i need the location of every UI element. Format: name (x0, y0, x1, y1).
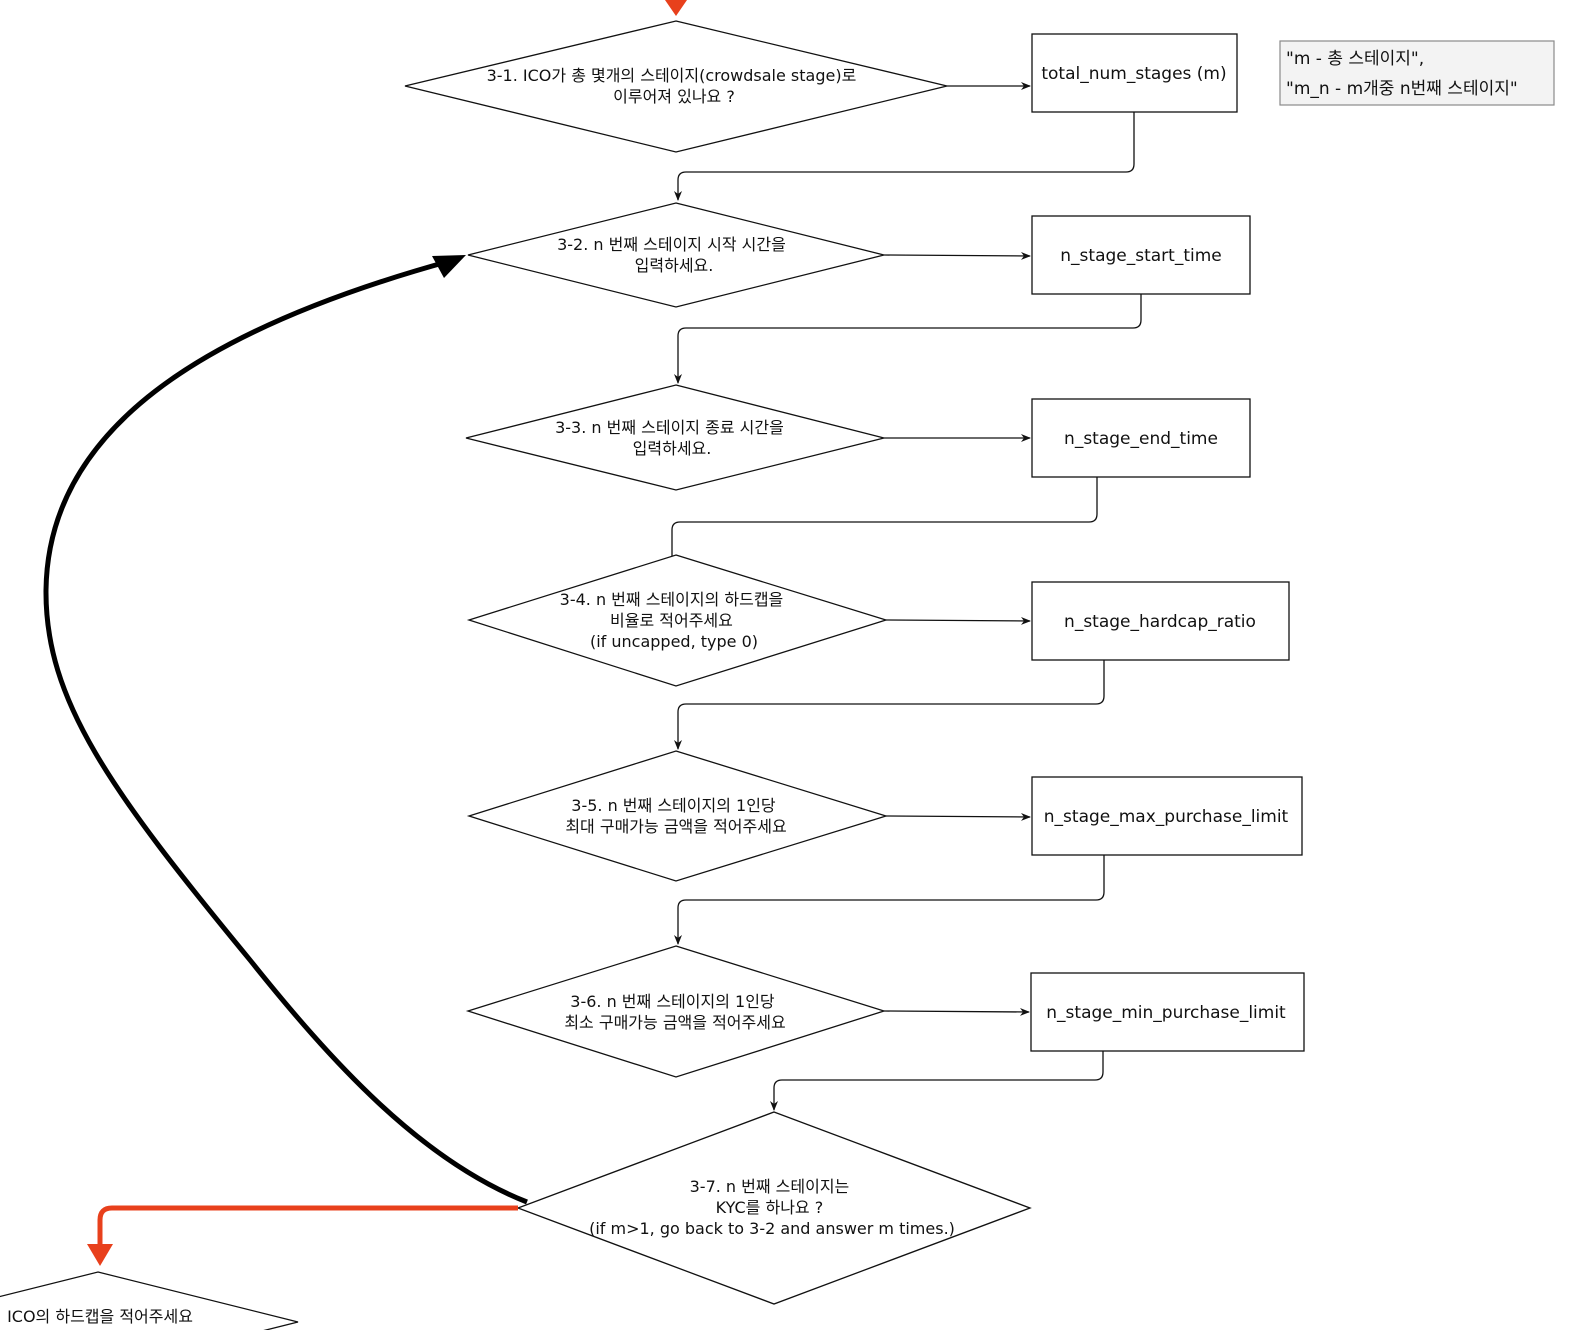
variable-stage-end-time: n_stage_end_time (1031, 398, 1251, 478)
svg-text:3-6. n 번째 스테이지의 1인당 최소 구: 3-6. n 번째 스테이지의 1인당 최소 구매가능 금액을 적어주세요 (564, 992, 785, 1032)
svg-text:3-2. n 번째 스테이지 시작 시간을 입력: 3-2. n 번째 스테이지 시작 시간을 입력하세요. (557, 235, 791, 275)
connector-to-3-7 (770, 1051, 1104, 1111)
decision-3-2: 3-2. n 번째 스테이지 시작 시간을 입력하세요. (467, 202, 885, 308)
decision-3-7-line-2: KYC를 하나요 ? (716, 1198, 824, 1217)
decision-3-6-line-2: 최소 구매가능 금액을 적어주세요 (564, 1013, 785, 1032)
decision-3-4: 3-4. n 번째 스테이지의 하드캡을 비율로 적어주세요 (if uncap… (466, 554, 889, 687)
variable-stage-end-time-label: n_stage_end_time (1064, 429, 1218, 449)
svg-text:3-5. n 번째 스테이지의 1인당 최대 구: 3-5. n 번째 스테이지의 1인당 최대 구매가능 금액을 적어주세요 (565, 796, 786, 836)
connector-3-4-to-variable (885, 616, 1031, 625)
variable-stage-min-purchase-limit: n_stage_min_purchase_limit (1030, 972, 1305, 1052)
definition-note-line-1: "m - 총 스테이지", (1286, 49, 1424, 69)
svg-text:3-4. n 번째 스테이지의 하드캡을 비율로: 3-4. n 번째 스테이지의 하드캡을 비율로 적어주세요 (if uncap… (560, 590, 789, 651)
variable-total-num-stages-label: total_num_stages (m) (1041, 64, 1226, 84)
decision-3-4-line-2: 비율로 적어주세요 (610, 611, 733, 630)
decision-3-3-line-2: 입력하세요. (633, 439, 712, 458)
variable-stage-max-purchase-limit: n_stage_max_purchase_limit (1031, 776, 1303, 856)
decision-3-2-line-1: 3-2. n 번째 스테이지 시작 시간을 (557, 235, 786, 254)
decision-3-1-line-2: 이루어져 있나요 ? (613, 87, 735, 106)
decision-3-3-line-1: 3-3. n 번째 스테이지 종료 시간을 (555, 418, 784, 437)
decision-3-2-line-2: 입력하세요. (635, 256, 714, 275)
decision-3-5: 3-5. n 번째 스테이지의 1인당 최대 구매가능 금액을 적어주세요 (466, 750, 889, 882)
connector-to-3-3 (674, 294, 1142, 384)
decision-3-5-line-1: 3-5. n 번째 스테이지의 1인당 (571, 796, 776, 815)
svg-text:3-7. n 번째 스테이지는 KYC를 하나요: 3-7. n 번째 스테이지는 KYC를 하나요 ? (if m>1, go b… (589, 1177, 955, 1238)
exit-red-arrow (87, 1205, 518, 1266)
decision-next-hardcap: ICO의 하드캡을 적어주세요 (0, 1271, 299, 1330)
variable-stage-max-purchase-limit-label: n_stage_max_purchase_limit (1044, 807, 1289, 827)
variable-stage-start-time-label: n_stage_start_time (1060, 246, 1221, 266)
decision-3-3: 3-3. n 번째 스테이지 종료 시간을 입력하세요. (465, 384, 885, 491)
variable-stage-hardcap-ratio: n_stage_hardcap_ratio (1031, 581, 1290, 661)
connector-to-3-4 (668, 477, 1098, 567)
decision-3-6-line-1: 3-6. n 번째 스테이지의 1인당 (570, 992, 775, 1011)
decision-3-6: 3-6. n 번째 스테이지의 1인당 최소 구매가능 금액을 적어주세요 (465, 945, 887, 1078)
decision-3-4-line-1: 3-4. n 번째 스테이지의 하드캡을 (560, 590, 784, 609)
definition-note: "m - 총 스테이지", "m_n - m개중 n번째 스테이지" (1279, 40, 1555, 106)
variable-stage-start-time: n_stage_start_time (1031, 215, 1251, 295)
connector-3-2-to-variable (883, 251, 1031, 260)
svg-text:3-1. ICO가 총 몇개의 스테이지(crowdsale: 3-1. ICO가 총 몇개의 스테이지(crowdsale stage)로 이… (487, 66, 862, 106)
incoming-red-arrow (665, 0, 687, 16)
decision-3-7: 3-7. n 번째 스테이지는 KYC를 하나요 ? (if m>1, go b… (516, 1111, 1032, 1305)
decision-3-7-line-1: 3-7. n 번째 스테이지는 (690, 1177, 850, 1196)
decision-next-hardcap-line-1: ICO의 하드캡을 적어주세요 (7, 1307, 193, 1326)
decision-3-5-line-2: 최대 구매가능 금액을 적어주세요 (565, 817, 786, 836)
loop-back-arrow (43, 255, 528, 1205)
definition-note-line-2: "m_n - m개중 n번째 스테이지" (1286, 79, 1518, 99)
decision-3-4-line-3: (if uncapped, type 0) (590, 632, 758, 651)
variable-total-num-stages: total_num_stages (m) (1031, 33, 1238, 113)
connector-3-6-to-variable (883, 1007, 1030, 1016)
connector-3-5-to-variable (885, 812, 1031, 821)
decision-3-1-line-1: 3-1. ICO가 총 몇개의 스테이지(crowdsale stage)로 (487, 66, 857, 85)
connector-to-3-6 (674, 855, 1105, 945)
connector-to-3-5 (674, 660, 1105, 750)
decision-3-7-line-3: (if m>1, go back to 3-2 and answer m tim… (589, 1219, 955, 1238)
variable-stage-hardcap-ratio-label: n_stage_hardcap_ratio (1064, 612, 1256, 632)
variable-stage-min-purchase-limit-label: n_stage_min_purchase_limit (1046, 1003, 1286, 1023)
connector-to-3-2 (674, 112, 1135, 201)
svg-text:3-3. n 번째 스테이지 종료 시간을 입력: 3-3. n 번째 스테이지 종료 시간을 입력하세요. (555, 418, 789, 458)
decision-3-1: 3-1. ICO가 총 몇개의 스테이지(crowdsale stage)로 이… (404, 20, 948, 153)
svg-text:"m - 총 스테이지", "m_n - m개중: "m - 총 스테이지", "m_n - m개중 n번째 스테이지" (1286, 49, 1518, 99)
